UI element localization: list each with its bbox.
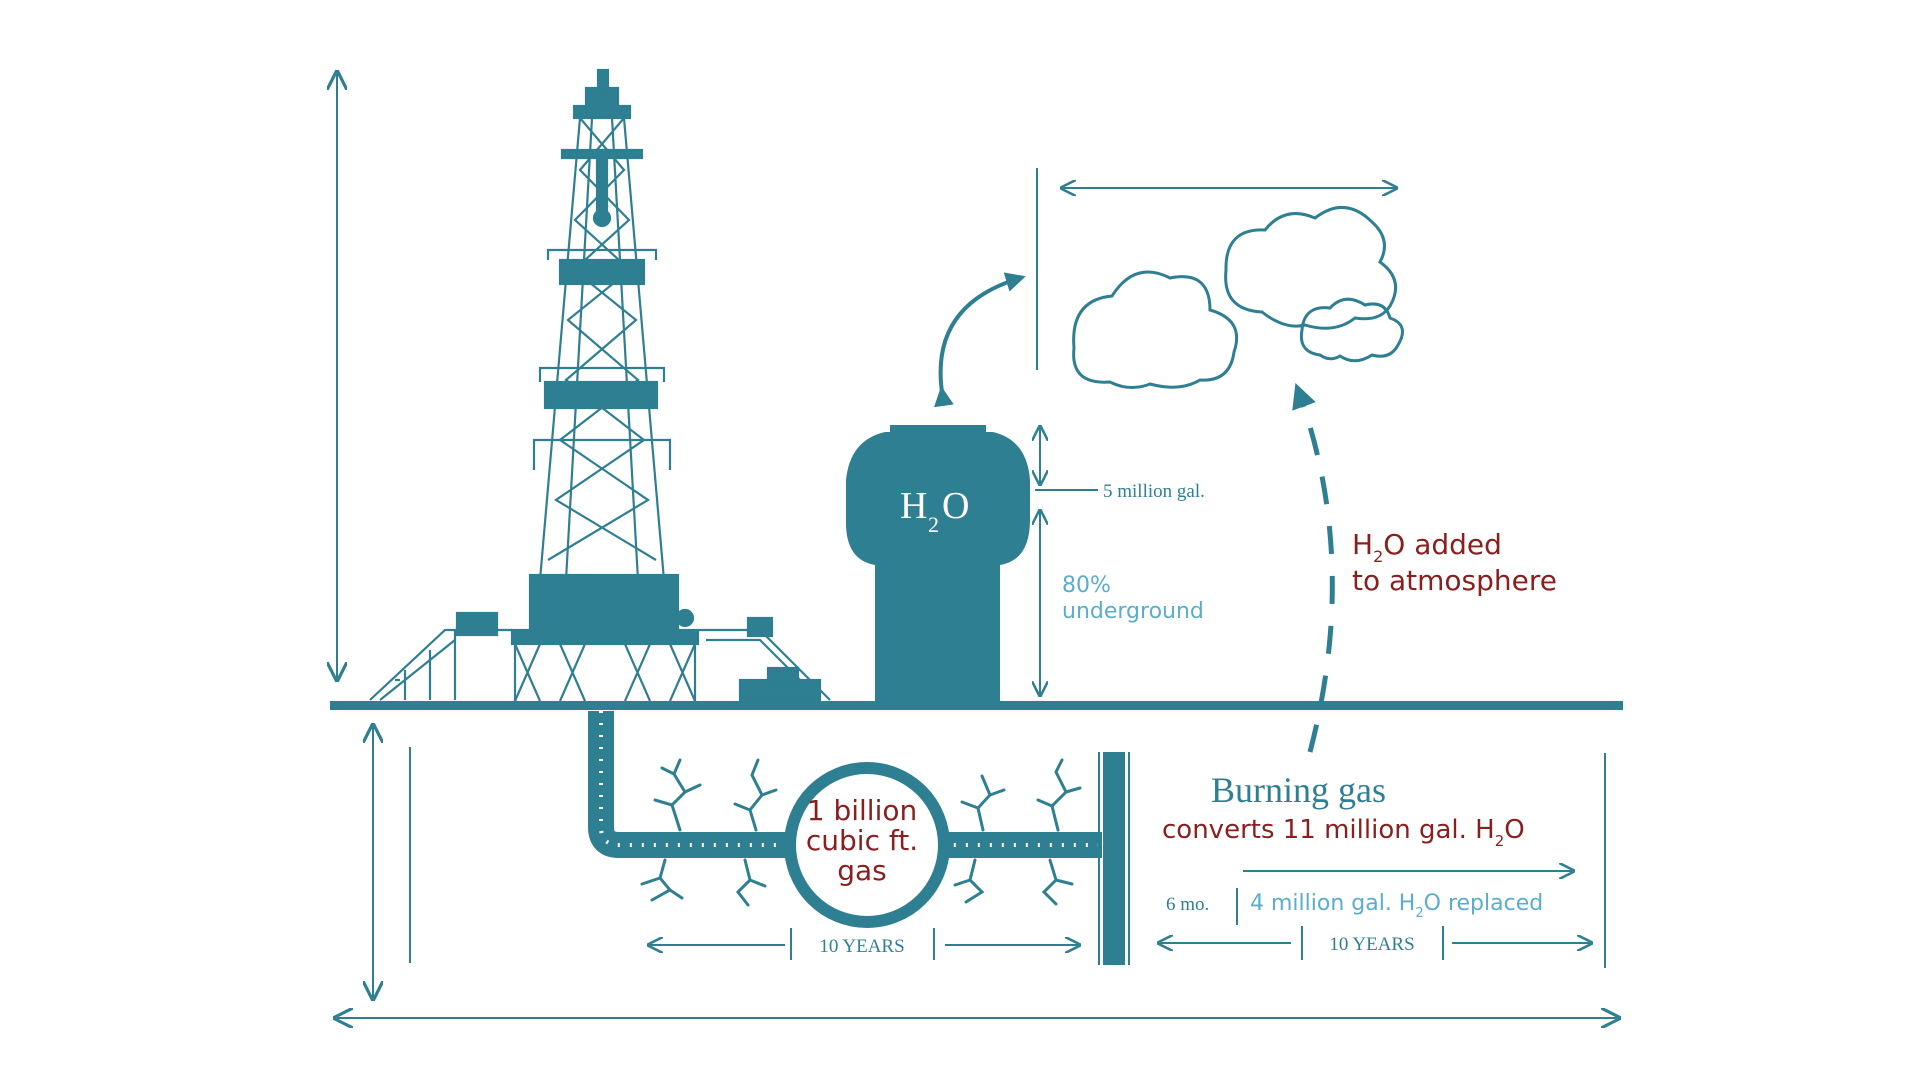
burning-title: Burning gas [1211,770,1386,810]
drilling-rig-icon [369,68,831,702]
well-wall [1098,752,1130,965]
ground-line [330,701,1623,710]
atmosphere-line-2: to atmosphere [1352,564,1557,597]
underground-label: 80% underground [1062,573,1204,624]
replacement-arrows [1236,871,1572,925]
atmosphere-arrow [1292,382,1335,753]
gas-line-3: gas [837,854,887,887]
replacement-text: 4 million gal. H2O replaced [1250,891,1543,921]
dimension-arrows [337,74,1617,1018]
water-tank-icon [845,425,1030,702]
burn-timeline [1160,753,1606,968]
tank-volume-label: 5 million gal. [1103,481,1205,502]
well-timeline [650,928,1078,960]
tank-label-o: O [942,485,969,527]
svg-text:H2O added: H2O added [1352,528,1502,566]
replacement-period: 6 mo. [1166,894,1209,915]
gas-line-1: 1 billion [807,794,917,827]
well-timeline-label: 10 YEARS [819,936,904,957]
burning-subtitle: converts 11 million gal. H2O [1162,815,1525,850]
gas-line-2: cubic ft. [806,824,918,857]
wellbore [588,711,1102,858]
evaporation-arrow [933,272,1026,408]
underground-percent: 80% [1062,573,1111,598]
cloud-icon [1072,205,1404,389]
gas-bubble [784,762,950,928]
burn-timeline-label: 10 YEARS [1329,934,1414,955]
gas-bubble-text: 1 billion cubic ft. gas [806,794,918,887]
tank-label: H 2 O [900,485,969,537]
underground-word: underground [1062,599,1204,624]
tank-label-h: H [900,485,927,527]
tank-label-sub: 2 [928,512,939,537]
atmosphere-label: H2O added to atmosphere [1352,528,1557,597]
crack-icon [640,758,1082,907]
